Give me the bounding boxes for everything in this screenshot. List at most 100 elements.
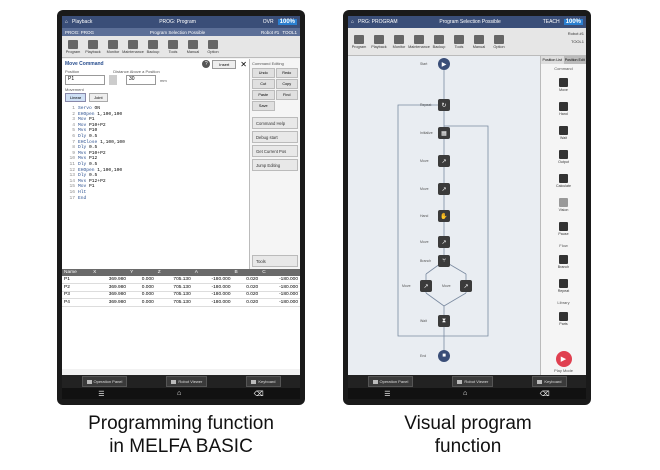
flow-node-end[interactable]: ■: [438, 350, 450, 362]
undo-button[interactable]: Undo: [252, 68, 275, 78]
operation-panel-button[interactable]: Operation Panel: [81, 376, 128, 387]
play-mode-button[interactable]: ▶ Play Mode: [541, 351, 586, 373]
flow-node-move[interactable]: ↗: [438, 236, 450, 248]
keyboard-button[interactable]: Keyboard: [246, 376, 281, 387]
palette-output-button[interactable]: Output: [552, 145, 576, 169]
command-help-button[interactable]: Command Help: [252, 117, 298, 129]
back-icon[interactable]: ⌫: [539, 390, 550, 398]
paste-button[interactable]: Paste: [252, 90, 275, 100]
flow-node-initialize[interactable]: ▦: [438, 127, 450, 139]
operation-panel-button[interactable]: Operation Panel: [367, 376, 414, 387]
toolbar-program-button[interactable]: Program: [64, 37, 82, 57]
jump-editing-button[interactable]: Jump Editing: [252, 159, 298, 171]
toolbar-monitor-button[interactable]: Monitor: [390, 32, 408, 52]
toolbar-maintenance-button[interactable]: Maintenance: [122, 37, 144, 57]
robot-select[interactable]: Robot #1: [261, 29, 280, 35]
distance-input[interactable]: 30: [126, 75, 156, 85]
keyboard-button[interactable]: Keyboard: [532, 376, 567, 387]
tools-button[interactable]: Tools: [252, 255, 298, 267]
flow-node-repeat[interactable]: ↻: [438, 99, 450, 111]
palette-parts-button[interactable]: Parts: [552, 307, 576, 331]
palette-repeat-button[interactable]: Repeat: [552, 274, 576, 298]
redo-button[interactable]: Redo: [275, 68, 298, 78]
toolbar-manual-button[interactable]: Manual: [184, 37, 202, 57]
insert-button[interactable]: Insert: [212, 59, 237, 69]
chevron-down-icon[interactable]: [109, 75, 117, 85]
palette-pause-button[interactable]: Pause: [552, 217, 576, 241]
tab-position-edit[interactable]: Position Edit: [563, 56, 586, 64]
toolbar-tools-button[interactable]: Tools: [450, 32, 468, 52]
tool-select[interactable]: TOOL1: [570, 39, 584, 44]
palette-vision-button[interactable]: Vision: [552, 193, 576, 217]
flow-node-move[interactable]: ↗: [460, 280, 472, 292]
toolbar-manual-button[interactable]: Manual: [470, 32, 488, 52]
cut-button[interactable]: Cut: [252, 79, 275, 89]
linear-button[interactable]: Linear: [65, 93, 87, 102]
tool-select[interactable]: TOOL1: [282, 29, 297, 35]
position-select[interactable]: P1: [65, 75, 105, 85]
flow-canvas[interactable]: ▶Start↻Repeat▦Initialize↗Move↗Move✋Hand↗…: [348, 56, 540, 376]
menu-icon[interactable]: ☰: [384, 390, 391, 398]
toolbar-backup-button[interactable]: Backup: [144, 37, 162, 57]
flow-node-branch[interactable]: ⑂: [438, 255, 450, 267]
flow-node-move[interactable]: ↗: [420, 280, 432, 292]
flow-node-move[interactable]: ↗: [438, 183, 450, 195]
palette-wait-button[interactable]: Wait: [552, 121, 576, 145]
help-icon[interactable]: ?: [202, 60, 211, 68]
copy-button[interactable]: Copy: [275, 79, 298, 89]
robot-viewer-button[interactable]: Robot Viewer: [452, 376, 494, 387]
menu-icon[interactable]: ☰: [98, 390, 105, 398]
get-current-pos-button[interactable]: Get Current Pos: [252, 145, 298, 157]
toolbar-playback-button[interactable]: Playback: [84, 37, 102, 57]
back-icon[interactable]: ⌫: [253, 390, 264, 398]
tab-position-list[interactable]: Position List: [541, 56, 564, 64]
close-icon[interactable]: ✕: [240, 59, 247, 69]
palette-move-button[interactable]: Move: [552, 73, 576, 97]
robot-select[interactable]: Robot #1: [567, 31, 584, 36]
palette-calculate-button[interactable]: Calculate: [552, 169, 576, 193]
flow-node-hand[interactable]: ✋: [438, 210, 450, 222]
save-button[interactable]: Save: [252, 101, 275, 111]
toolbar-option-button[interactable]: Option: [204, 37, 222, 57]
joint-button[interactable]: Joint: [89, 93, 108, 102]
ovr-value[interactable]: 100%: [277, 19, 297, 25]
home-nav-icon[interactable]: ⌂: [463, 390, 468, 397]
home-icon[interactable]: ⌂: [65, 19, 69, 25]
debug-start-button[interactable]: Debug start: [252, 131, 298, 143]
toolbar-maintenance-button[interactable]: Maintenance: [408, 32, 430, 52]
toolbar-option-button[interactable]: Option: [490, 32, 508, 52]
toolbar-backup-button[interactable]: Backup: [430, 32, 448, 52]
flow-node-wait[interactable]: ⧗: [438, 315, 450, 327]
toolbar-tools-button[interactable]: Tools: [164, 37, 182, 57]
toolbar-playback-button[interactable]: Playback: [370, 32, 388, 52]
toolbar-monitor-button[interactable]: Monitor: [104, 37, 122, 57]
palette-branch-button[interactable]: Branch: [552, 250, 576, 274]
palette-hand-button[interactable]: Hand: [552, 97, 576, 121]
ovr-value[interactable]: 100%: [563, 19, 583, 25]
flow-node-start[interactable]: ▶: [438, 58, 450, 70]
flow-node-move[interactable]: ↗: [438, 155, 450, 167]
home-nav-icon[interactable]: ⌂: [177, 390, 182, 397]
find-button[interactable]: Find: [275, 90, 298, 100]
